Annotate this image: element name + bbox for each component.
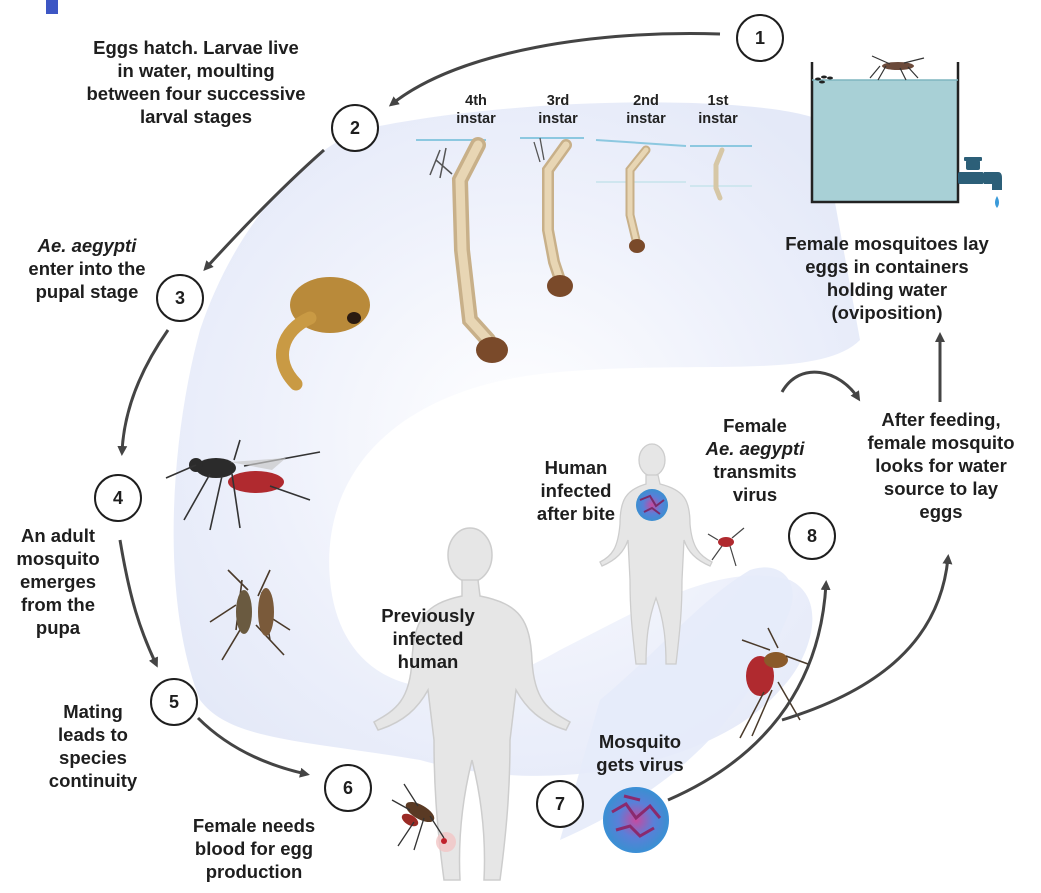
step-number-1: 1 [736,14,784,62]
step-number-6: 6 [324,764,372,812]
step-number-7: 7 [536,780,584,828]
arrow-8-to-after-feeding [782,372,858,398]
transmitting-mosquito-illustration [708,528,744,566]
ovipositing-mosquito-icon [870,56,924,80]
arrow-4-to-5 [120,540,156,664]
water-container [812,56,958,202]
species-name: Ae. aegypti [690,437,820,460]
faucet-icon [958,157,1002,208]
step-number-3: 3 [156,274,204,322]
previously-infected-human-figure [374,528,570,880]
step-number-5: 5 [150,678,198,726]
step-number-4: 4 [94,474,142,522]
virus-particle-icon [604,788,668,852]
step-number-8: 8 [788,512,836,560]
virus-particle-chest-icon [636,489,668,521]
arrow-3-to-4 [122,330,168,452]
after-feeding-label: After feeding,female mosquito looks for … [856,408,1026,523]
species-name: Ae. aegypti [12,234,162,257]
step-number-2: 2 [331,104,379,152]
accent-bar [46,0,58,14]
